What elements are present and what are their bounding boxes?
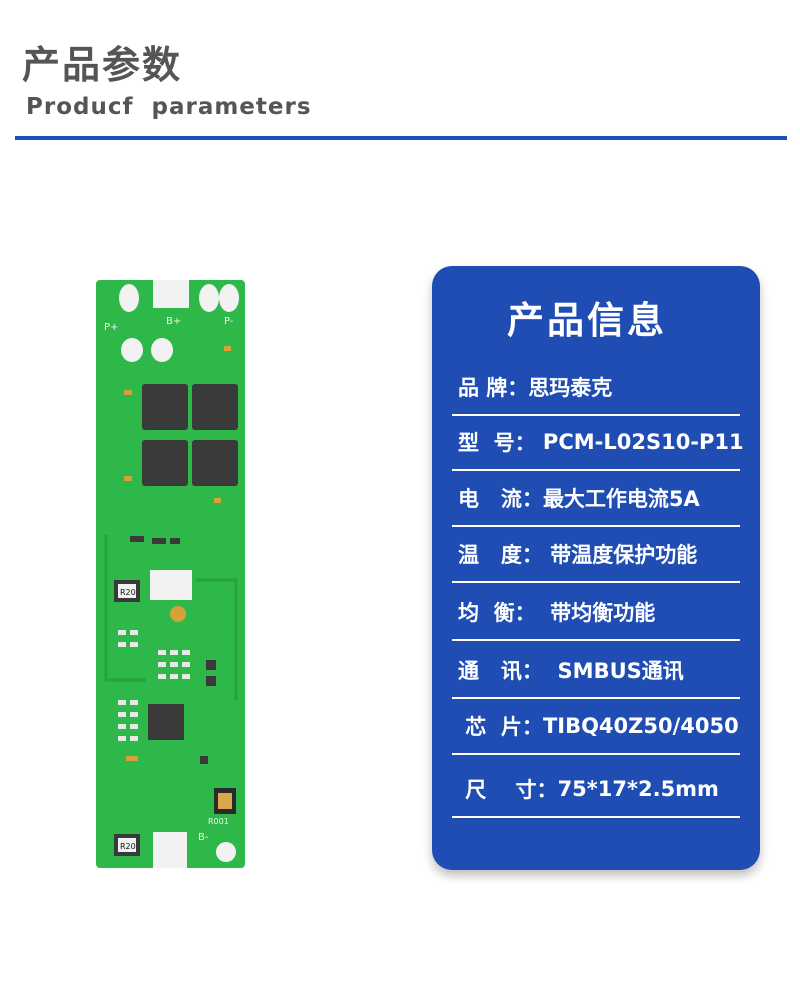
pad-b-minus [153,832,187,868]
trace [104,535,146,682]
pad-hole [119,284,139,312]
pad-hole [199,284,219,312]
pad-label-b-plus: B+ [166,316,181,327]
pad-hole [216,842,236,862]
smd-part [130,536,144,542]
smd-part [214,498,221,503]
info-value: 思玛泰克 [528,376,613,400]
info-row-balance: 均 衡： 带均衡功能 [452,585,740,641]
pad-hole [121,338,143,362]
smd-part [152,538,166,544]
resistor-array [118,630,190,741]
shunt-resistor-face [118,838,136,852]
bms-ic [148,704,184,740]
pcb-board-drawing: P+ B+ P- R20 [96,280,245,868]
page-title-en: Producf parameters [26,94,312,120]
info-label: 尺 寸： [458,778,558,802]
smd-part [200,756,208,764]
bottom-silk-label: R001 [208,817,229,826]
smd-part [124,476,132,481]
smd-part [124,390,132,395]
pad-label-b-minus: B- [198,832,209,843]
info-value: SMBUS通讯 [542,659,684,683]
label-area [150,570,192,600]
info-label: 温 度： [458,543,543,567]
info-value: 带温度保护功能 [542,543,698,567]
page-title-cn: 产品参数 [22,43,183,87]
info-value: 75*17*2.5mm [557,777,719,801]
mosfet [192,384,238,430]
info-row-size: 尺 寸：75*17*2.5mm [452,762,740,818]
pad-hole [151,338,173,362]
pad-label-p-minus: P- [224,316,234,327]
shunt-resistor-label: R20 [120,588,136,597]
title-divider [15,136,787,140]
pcb-board-image: P+ B+ P- R20 [96,280,245,868]
info-label: 通 讯： [458,659,543,683]
info-row-brand: 品 牌：思玛泰克 [452,360,740,416]
smd-part [126,756,138,761]
pad-hole [219,284,239,312]
info-row-current: 电 流：最大工作电流5A [452,471,740,527]
info-row-model: 型 号： PCM-L02S10-P11 [452,415,744,471]
mosfet [192,440,238,486]
info-row-temperature: 温 度： 带温度保护功能 [452,527,740,583]
connector-pad [218,793,232,809]
info-value: 带均衡功能 [535,601,656,625]
pad-label-p-plus: P+ [104,322,118,333]
info-value: 最大工作电流5A [542,487,700,511]
info-label: 均 衡： [458,601,536,625]
shunt-resistor-face [118,584,136,598]
info-label: 芯 片： [458,715,543,739]
info-label: 型 号： [458,431,536,455]
product-info-card: 产品信息 品 牌：思玛泰克 型 号： PCM-L02S10-P11 电 流：最大… [432,266,760,870]
info-value: PCM-L02S10-P11 [535,430,744,454]
mosfet [142,384,188,430]
info-row-chip: 芯 片：TIBQ40Z50/4050 [452,699,740,755]
smd-part [206,676,216,686]
smd-part [206,660,216,670]
trace [196,578,238,700]
card-title: 产品信息 [507,299,667,342]
smd-part [170,538,180,544]
thermistor [170,606,186,622]
mosfet [142,440,188,486]
pad-b-plus [153,280,189,308]
info-row-communication: 通 讯： SMBUS通讯 [452,643,740,699]
info-label: 电 流： [458,487,543,511]
shunt-resistor-label: R20 [120,842,136,851]
smd-part [224,346,231,351]
info-label: 品 牌： [458,376,529,400]
info-value: TIBQ40Z50/4050 [542,714,739,738]
